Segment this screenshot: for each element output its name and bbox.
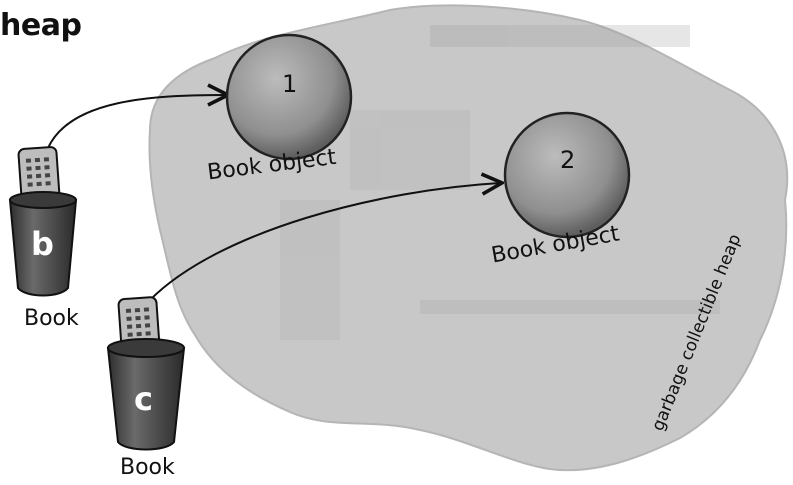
object-number: 2 (560, 146, 575, 174)
object-number: 1 (282, 70, 297, 98)
variable-name: c (134, 380, 153, 418)
reference-variable-c: c (108, 297, 184, 450)
reference-type-label: Book (24, 306, 79, 331)
reference-type-label: Book (120, 455, 175, 480)
reference-variable-b: b (10, 147, 76, 296)
variable-name: b (31, 225, 54, 263)
